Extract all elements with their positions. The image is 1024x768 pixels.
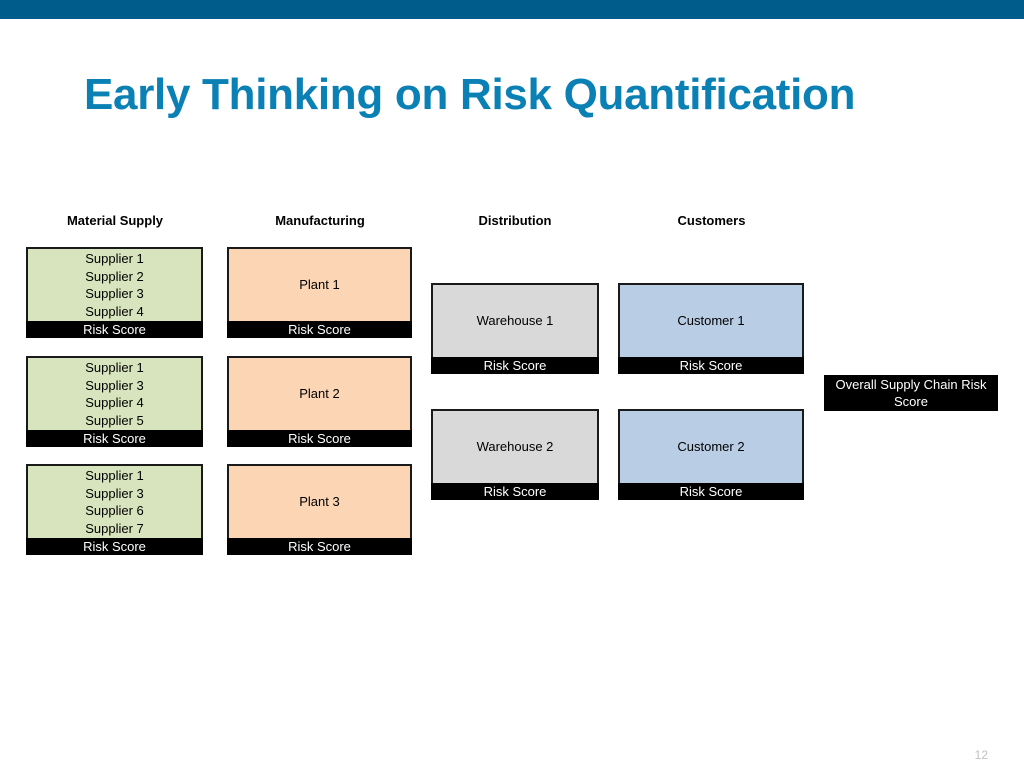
supplier-name: Supplier 2 (85, 268, 144, 284)
supplier-group-2: Supplier 1 Supplier 3 Supplier 4 Supplie… (26, 356, 203, 448)
risk-score-label: Risk Score (227, 430, 412, 447)
supplier-name: Supplier 6 (85, 503, 144, 518)
risk-score-label: Risk Score (26, 321, 203, 338)
plant-name: Plant 3 (299, 493, 340, 509)
warehouse-2-node: Warehouse 2 Risk Score (431, 409, 599, 501)
supplier-name: Supplier 4 (85, 303, 144, 319)
plant-box: Plant 1 (227, 247, 412, 323)
plant-box: Plant 3 (227, 464, 412, 540)
warehouse-name: Warehouse 2 (476, 438, 554, 454)
supplier-name: Supplier 3 (85, 286, 144, 301)
risk-score-label: Risk Score (431, 357, 599, 374)
warehouse-box: Warehouse 1 (431, 283, 599, 359)
supplier-name: Supplier 1 (85, 360, 144, 375)
supplier-name: Supplier 7 (85, 520, 144, 536)
plant-box: Plant 2 (227, 356, 412, 432)
supplier-name: Supplier 3 (85, 485, 144, 501)
supplier-group-3: Supplier 1 Supplier 3 Supplier 6 Supplie… (26, 464, 203, 556)
risk-score-label: Risk Score (618, 357, 804, 374)
risk-score-label: Risk Score (26, 430, 203, 447)
plant-3-node: Plant 3 Risk Score (227, 464, 412, 556)
plant-name: Plant 1 (299, 276, 340, 292)
risk-score-label: Risk Score (227, 321, 412, 338)
supplier-name: Supplier 3 (85, 377, 144, 393)
customer-name: Customer 1 (677, 312, 745, 328)
plant-name: Plant 2 (299, 385, 340, 401)
supplier-box: Supplier 1 Supplier 3 Supplier 4 Supplie… (26, 356, 203, 432)
risk-score-label: Risk Score (431, 483, 599, 500)
slide-title: Early Thinking on Risk Quantification (84, 70, 856, 119)
customer-1-node: Customer 1 Risk Score (618, 283, 804, 375)
warehouse-name: Warehouse 1 (476, 312, 554, 328)
warehouse-1-node: Warehouse 1 Risk Score (431, 283, 599, 375)
top-bar (0, 0, 1024, 19)
supplier-name: Supplier 5 (85, 412, 144, 428)
page-number: 12 (974, 748, 988, 762)
risk-score-label: Risk Score (26, 538, 203, 555)
supplier-name: Supplier 4 (85, 395, 144, 410)
supplier-name: Supplier 1 (85, 251, 144, 266)
supplier-group-1: Supplier 1 Supplier 2 Supplier 3 Supplie… (26, 247, 203, 339)
plant-1-node: Plant 1 Risk Score (227, 247, 412, 339)
header-manufacturing: Manufacturing (275, 213, 365, 228)
customer-box: Customer 2 (618, 409, 804, 485)
header-customers: Customers (677, 213, 746, 228)
overall-risk-score-label: Overall Supply Chain Risk Score (824, 375, 998, 411)
header-distribution: Distribution (478, 213, 552, 228)
customer-box: Customer 1 (618, 283, 804, 359)
supplier-box: Supplier 1 Supplier 2 Supplier 3 Supplie… (26, 247, 203, 323)
warehouse-box: Warehouse 2 (431, 409, 599, 485)
customer-name: Customer 2 (677, 438, 745, 454)
plant-2-node: Plant 2 Risk Score (227, 356, 412, 448)
supplier-box: Supplier 1 Supplier 3 Supplier 6 Supplie… (26, 464, 203, 540)
customer-2-node: Customer 2 Risk Score (618, 409, 804, 501)
header-material-supply: Material Supply (66, 213, 164, 228)
supplier-name: Supplier 1 (85, 468, 144, 483)
risk-score-label: Risk Score (618, 483, 804, 500)
risk-score-label: Risk Score (227, 538, 412, 555)
